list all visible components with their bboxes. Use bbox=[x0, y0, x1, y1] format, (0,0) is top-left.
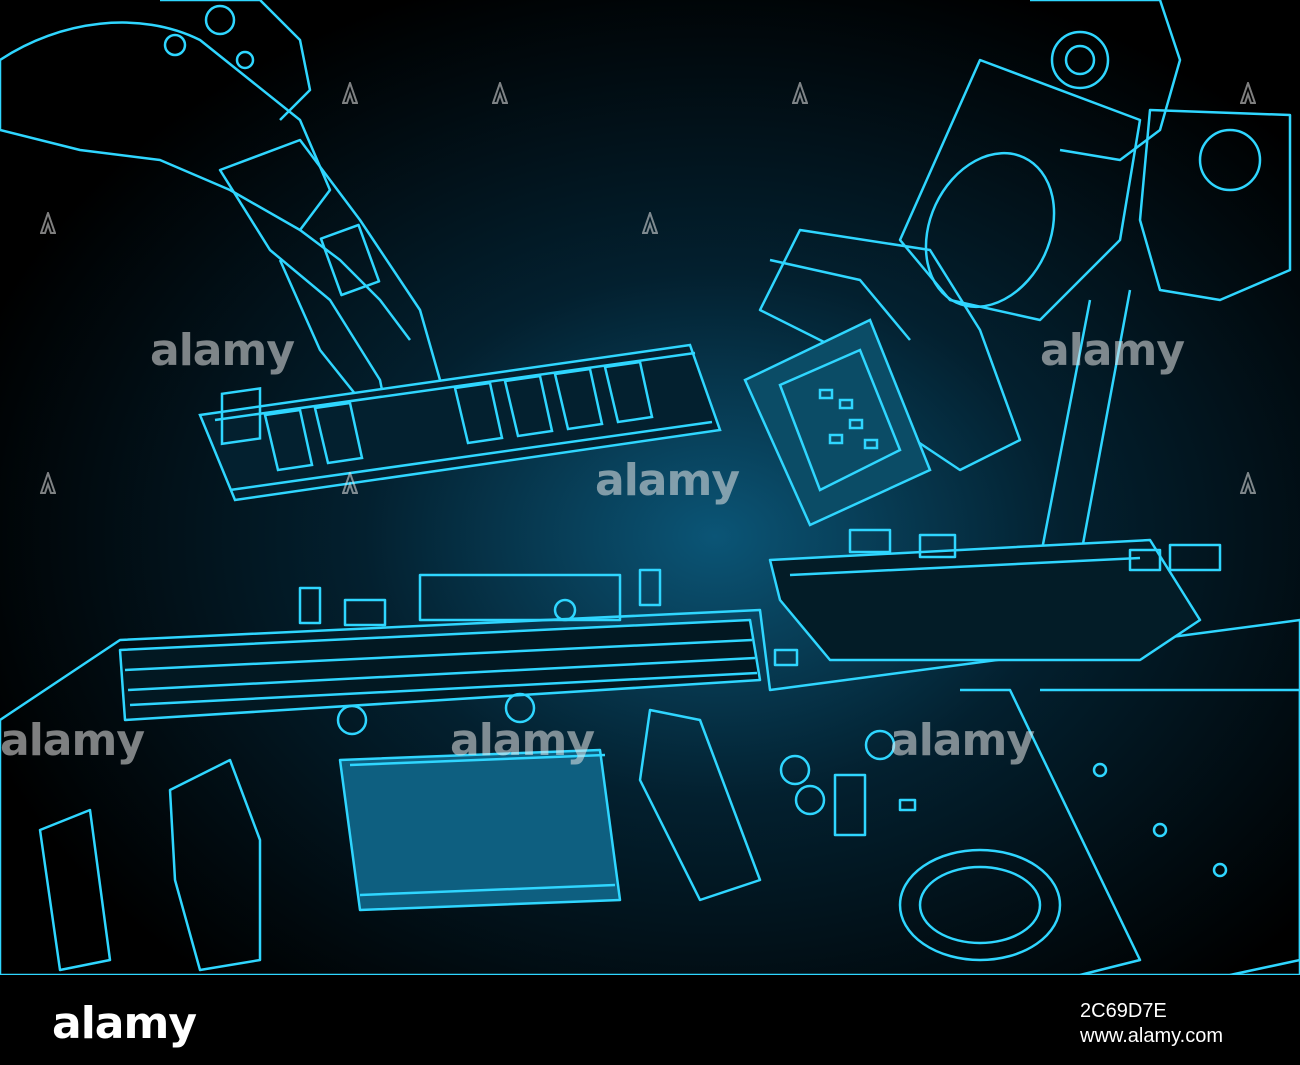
watermark-text: alamy bbox=[150, 325, 295, 376]
left-robot-arm bbox=[0, 0, 442, 452]
watermark-logo-icon bbox=[492, 82, 508, 104]
watermark-logo-icon bbox=[792, 82, 808, 104]
watermark-text: alamy bbox=[450, 715, 595, 766]
image-id: 2C69D7E bbox=[1080, 1000, 1167, 1022]
watermark-text: alamy bbox=[890, 715, 1035, 766]
watermark-logo-icon bbox=[642, 212, 658, 234]
ram-module bbox=[198, 343, 722, 502]
right-robot-arm bbox=[758, 0, 1292, 562]
watermark-logo-icon bbox=[40, 212, 56, 234]
motherboard bbox=[0, 528, 1300, 975]
watermark-text: alamy bbox=[0, 715, 145, 766]
site-url[interactable]: www.alamy.com bbox=[1080, 1025, 1223, 1047]
cpu-chip bbox=[743, 318, 932, 527]
watermark-logo-icon bbox=[342, 82, 358, 104]
watermark-text: alamy bbox=[595, 455, 740, 506]
footer-bar bbox=[0, 975, 1300, 1065]
motherboard-robot-illustration bbox=[0, 0, 1300, 975]
watermark-logo-icon bbox=[342, 472, 358, 494]
background-glow bbox=[0, 0, 1300, 975]
watermark-logo-icon bbox=[1240, 472, 1256, 494]
watermark-logo-icon bbox=[40, 472, 56, 494]
watermark-logo-icon bbox=[1240, 82, 1256, 104]
watermark-text: alamy bbox=[1040, 325, 1185, 376]
alamy-logo[interactable]: alamy bbox=[52, 998, 197, 1049]
